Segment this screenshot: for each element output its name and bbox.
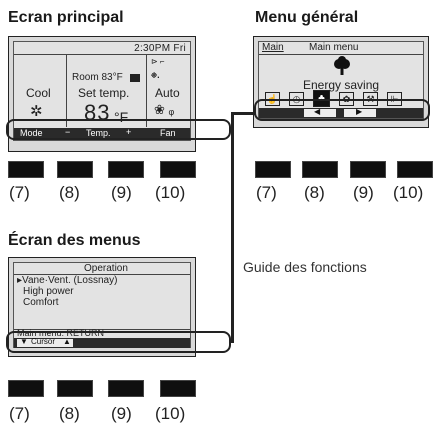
main-screen-title: Ecran principal	[8, 9, 124, 26]
button-10[interactable]	[160, 161, 196, 178]
main-screen: 2:30PM Fri Cool ✲ Room 83°F Set temp. 83…	[8, 36, 196, 152]
cursor-label: Cursor	[31, 337, 56, 346]
menu-item-vane[interactable]: ▸Vane·Vent. (Lossnay)	[17, 275, 118, 286]
button-7[interactable]	[8, 380, 44, 397]
button-8-label: (8)	[59, 404, 80, 423]
button-8-label: (8)	[59, 183, 80, 202]
button-7-label: (7)	[9, 183, 30, 202]
vane-icon: ፠.	[151, 70, 160, 80]
general-menu-screen: Main Main menu Energy saving ☝ ◷ ♣ ✿ ⚒ ⊩…	[253, 36, 429, 128]
tree-icon	[334, 56, 350, 75]
general-menu-function-bar: ◀ ▶	[259, 107, 423, 118]
menu-screen-title: Écran des menus	[8, 232, 141, 249]
connector-top	[231, 112, 255, 115]
button-8-label: (8)	[304, 183, 325, 202]
button-10[interactable]	[397, 161, 433, 178]
menu-item-high-power[interactable]: High power	[23, 286, 74, 297]
snowflake-icon: ✲	[30, 103, 43, 120]
crumb-main: Main	[262, 42, 284, 53]
button-7-label: (7)	[256, 183, 277, 202]
button-9-label: (9)	[111, 183, 132, 202]
room-temp: Room 83°F	[72, 72, 123, 83]
arrow-right-icon: ▶	[356, 107, 363, 116]
menu-header: Operation	[84, 263, 128, 274]
general-function-ring	[254, 99, 430, 121]
general-menu-title: Menu général	[255, 9, 359, 26]
main-function-bar: Mode − Temp. + Fan	[14, 127, 190, 140]
button-10-label: (10)	[155, 183, 186, 202]
menu-footer: Main menu: RETURN	[17, 328, 105, 338]
clock: 2:30PM Fri	[134, 43, 186, 54]
set-temp-unit: °F	[114, 109, 129, 125]
fn-mode: Mode	[20, 128, 43, 138]
menu-function-ring	[6, 331, 231, 353]
menu-screen: Operation ▸Vane·Vent. (Lossnay) High pow…	[8, 257, 196, 357]
fn-fan: Fan	[160, 128, 176, 138]
button-8[interactable]	[302, 161, 338, 178]
button-8[interactable]	[57, 161, 93, 178]
energy-saving-label: Energy saving	[303, 78, 380, 92]
button-7[interactable]	[255, 161, 291, 178]
button-9-label: (9)	[353, 183, 374, 202]
connector-vertical	[231, 112, 234, 343]
function-guide-label: Guide des fonctions	[243, 259, 367, 275]
cursor-down-icon: ▼	[20, 337, 28, 346]
set-temp-label: Set temp.	[78, 86, 130, 100]
connector-main	[229, 129, 233, 132]
button-10-label: (10)	[393, 183, 424, 202]
button-9[interactable]	[108, 380, 144, 397]
main-screen-display: 2:30PM Fri Cool ✲ Room 83°F Set temp. 83…	[13, 41, 191, 141]
button-9[interactable]	[108, 161, 144, 178]
button-7-label: (7)	[9, 404, 30, 423]
general-menu-display: Main Main menu Energy saving ☝ ◷ ♣ ✿ ⚒ ⊩…	[258, 41, 424, 119]
button-10[interactable]	[160, 380, 196, 397]
fn-minus: −	[65, 127, 71, 137]
menu-screen-display: Operation ▸Vane·Vent. (Lossnay) High pow…	[13, 262, 191, 348]
fan-mode: Auto	[155, 86, 180, 100]
fn-plus: +	[126, 127, 132, 137]
main-function-ring	[6, 119, 231, 140]
fn-temp: Temp.	[86, 128, 111, 138]
button-10-label: (10)	[155, 404, 186, 423]
button-9[interactable]	[350, 161, 386, 178]
mode-label: Cool	[26, 86, 51, 100]
set-temp-value: 83	[84, 100, 111, 125]
button-9-label: (9)	[111, 404, 132, 423]
arrow-left-icon: ◀	[314, 107, 321, 116]
lock-icon	[130, 74, 140, 82]
button-8[interactable]	[57, 380, 93, 397]
cursor-up-icon: ▲	[63, 337, 71, 346]
crumb-menu: Main menu	[309, 42, 359, 53]
button-7[interactable]	[8, 161, 44, 178]
energy-saving-icon[interactable]: ♣	[313, 90, 330, 107]
menu-item-comfort[interactable]: Comfort	[23, 297, 59, 308]
filter-icon: ⊳ ⌐	[151, 57, 165, 66]
fan-icon: ❀ ᵩ	[154, 102, 175, 117]
menu-function-bar: ▼ Cursor ▲	[14, 337, 190, 348]
